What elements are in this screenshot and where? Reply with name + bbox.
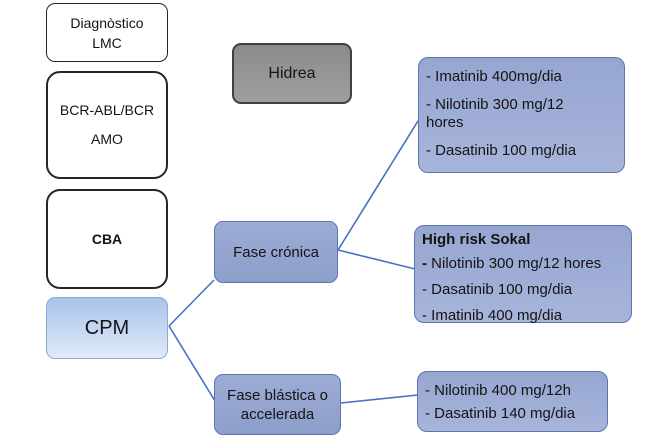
node-label: LMC	[92, 34, 122, 51]
node-label: Hidrea	[268, 64, 316, 82]
node-fase-cronica: Fase crónica	[214, 221, 338, 283]
connector-cpm-to-fase-blastica	[168, 325, 216, 402]
node-high-risk-sokal-treatments: High risk Sokal - Nilotinib 300 mg/12 ho…	[414, 225, 632, 324]
node-cba: CBA	[46, 189, 168, 289]
treatment-item: - Dasatinib 100 mg/dia	[422, 281, 573, 298]
node-bcr-abl-amo: BCR-ABL/BCR AMO	[46, 71, 168, 179]
bold-dash: -	[422, 255, 427, 272]
node-label: AMO	[91, 131, 123, 147]
node-label: Fase blástica o	[227, 386, 328, 404]
treatment-item: - Dasatinib 140 mg/dia	[425, 405, 576, 422]
treatment-item-text: Nilotinib 300 mg/12 hores	[427, 255, 602, 272]
node-label: BCR-ABL/BCR	[59, 102, 155, 118]
node-label: accelerada	[240, 405, 315, 423]
treatment-item: - Nilotinib 400 mg/12h	[425, 382, 571, 399]
treatment-item: - Imatinib 400mg/dia	[426, 68, 562, 85]
node-hidrea: Hidrea	[232, 43, 352, 104]
node-cpm: CPM	[46, 297, 168, 359]
node-diagnostico-lmc: Diagnòstico LMC	[46, 3, 168, 62]
node-blastic-treatments: - Nilotinib 400 mg/12h - Dasatinib 140 m…	[417, 371, 608, 432]
node-label: CPM	[84, 316, 130, 339]
connector-cronica-to-highrisk	[337, 249, 416, 270]
connector-cpm-to-fase-cronica	[168, 279, 215, 327]
node-label: CBA	[91, 231, 123, 247]
node-fase-blastica: Fase blástica o accelerada	[214, 374, 341, 435]
node-label: Diagnòstico	[70, 14, 144, 31]
node-firstline-treatments: - Imatinib 400mg/dia - Nilotinib 300 mg/…	[418, 57, 625, 173]
high-risk-title: High risk Sokal	[422, 231, 531, 248]
treatment-item: - Nilotinib 300 mg/12 hores	[426, 96, 564, 131]
connector-cronica-to-firstline	[337, 120, 419, 251]
node-label: Fase crónica	[233, 243, 319, 261]
connector-blastica-to-blastic-treatments	[340, 394, 419, 404]
treatment-item: - Nilotinib 300 mg/12 hores	[422, 251, 601, 277]
treatment-item: - Dasatinib 100 mg/dia	[426, 142, 577, 159]
treatment-item: - Imatinib 400 mg/dia	[422, 307, 563, 324]
